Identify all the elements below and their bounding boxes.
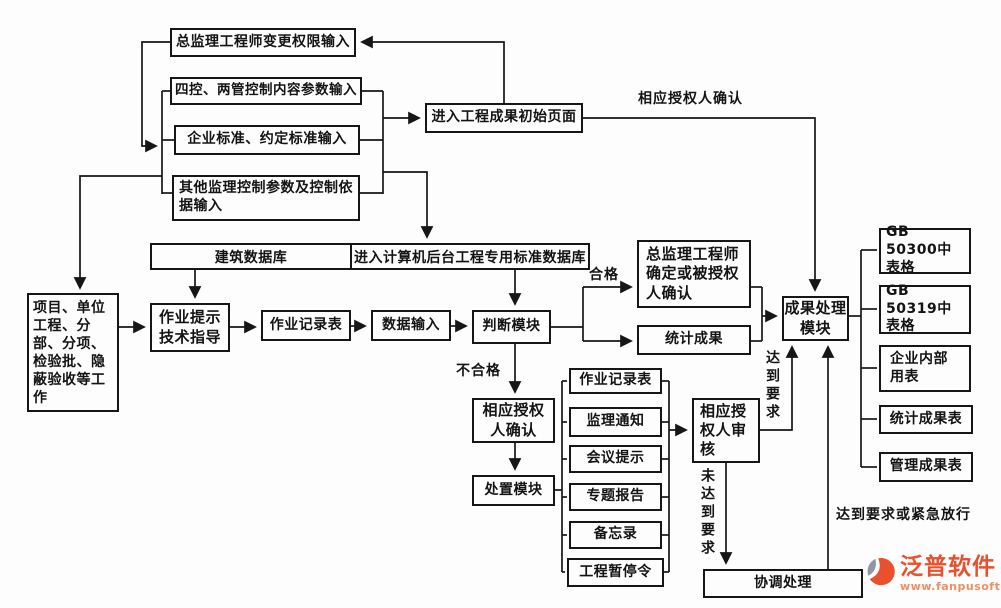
node-database-row: 建筑数据库 进入计算机后台工程专用标准数据库 — [150, 243, 590, 270]
node-data-input: 数据输入 — [371, 310, 451, 341]
fanpu-logo-url: www.fanpusoft.com — [900, 580, 1001, 593]
node-disposal-module: 处置模块 — [472, 475, 555, 506]
node-statistics-result: 统计成果 — [637, 325, 751, 355]
node-gb50319-table: GB 50319中表格 — [879, 283, 971, 334]
label-authorizer-confirm: 相应授权人确认 — [638, 91, 743, 107]
node-gb50300-table: GB 50300中表格 — [879, 224, 971, 276]
label-not-meet-requirement: 未达到要求 — [699, 468, 715, 558]
node-project-inspection-work: 项目、单位工程、分部、分项、检验批、隐蔽验收等工作 — [27, 293, 119, 412]
node-management-result-table: 管理成果表 — [879, 452, 973, 482]
label-pass: 合格 — [589, 267, 619, 283]
fanpu-logo-icon — [867, 558, 895, 586]
node-building-database: 建筑数据库 — [214, 249, 288, 266]
node-initial-results-page: 进入工程成果初始页面 — [425, 103, 583, 133]
node-statistics-result-table: 统计成果表 — [879, 405, 973, 434]
label-meet-or-emergency-release: 达到要求或紧急放行 — [836, 507, 971, 523]
fanpu-logo: 泛普软件 www.fanpusoft.com — [866, 556, 1001, 592]
node-authorizer-confirm: 相应授权人确认 — [472, 398, 555, 443]
node-chief-engineer-change-auth: 总监理工程师变更权限输入 — [170, 28, 356, 57]
node-other-control-params: 其他监理控制参数及控制依据输入 — [172, 175, 360, 221]
node-work-stop-order: 工程暂停令 — [567, 558, 664, 587]
node-authorizer-review: 相应授权人审核 — [692, 398, 760, 463]
node-doc-work-record-table: 作业记录表 — [569, 368, 662, 394]
node-backend-standard-database: 进入计算机后台工程专用标准数据库 — [350, 245, 588, 268]
node-work-guidance: 作业提示技术指导 — [150, 303, 230, 352]
node-meeting-notice: 会议提示 — [569, 445, 662, 473]
node-enterprise-internal-form: 企业内部用表 — [879, 345, 971, 392]
node-memo: 备忘录 — [569, 521, 662, 549]
label-fail: 不合格 — [456, 363, 501, 379]
node-work-record-table: 作业记录表 — [261, 310, 351, 341]
node-enterprise-standard-input: 企业标准、约定标准输入 — [174, 125, 360, 155]
fanpu-logo-name: 泛普软件 — [900, 554, 996, 580]
node-judge-module: 判断模块 — [472, 310, 551, 344]
node-four-controls-params: 四控、两管控制内容参数输入 — [170, 77, 362, 105]
node-supervision-notice: 监理通知 — [569, 407, 662, 437]
node-coordination-processing: 协调处理 — [703, 569, 863, 598]
node-result-processing-module: 成果处理模块 — [782, 296, 849, 341]
node-chief-engineer-confirm: 总监理工程师确定或被授权人确认 — [637, 240, 751, 308]
label-meet-requirement: 达到要求 — [764, 350, 780, 422]
node-special-report: 专题报告 — [569, 483, 662, 511]
